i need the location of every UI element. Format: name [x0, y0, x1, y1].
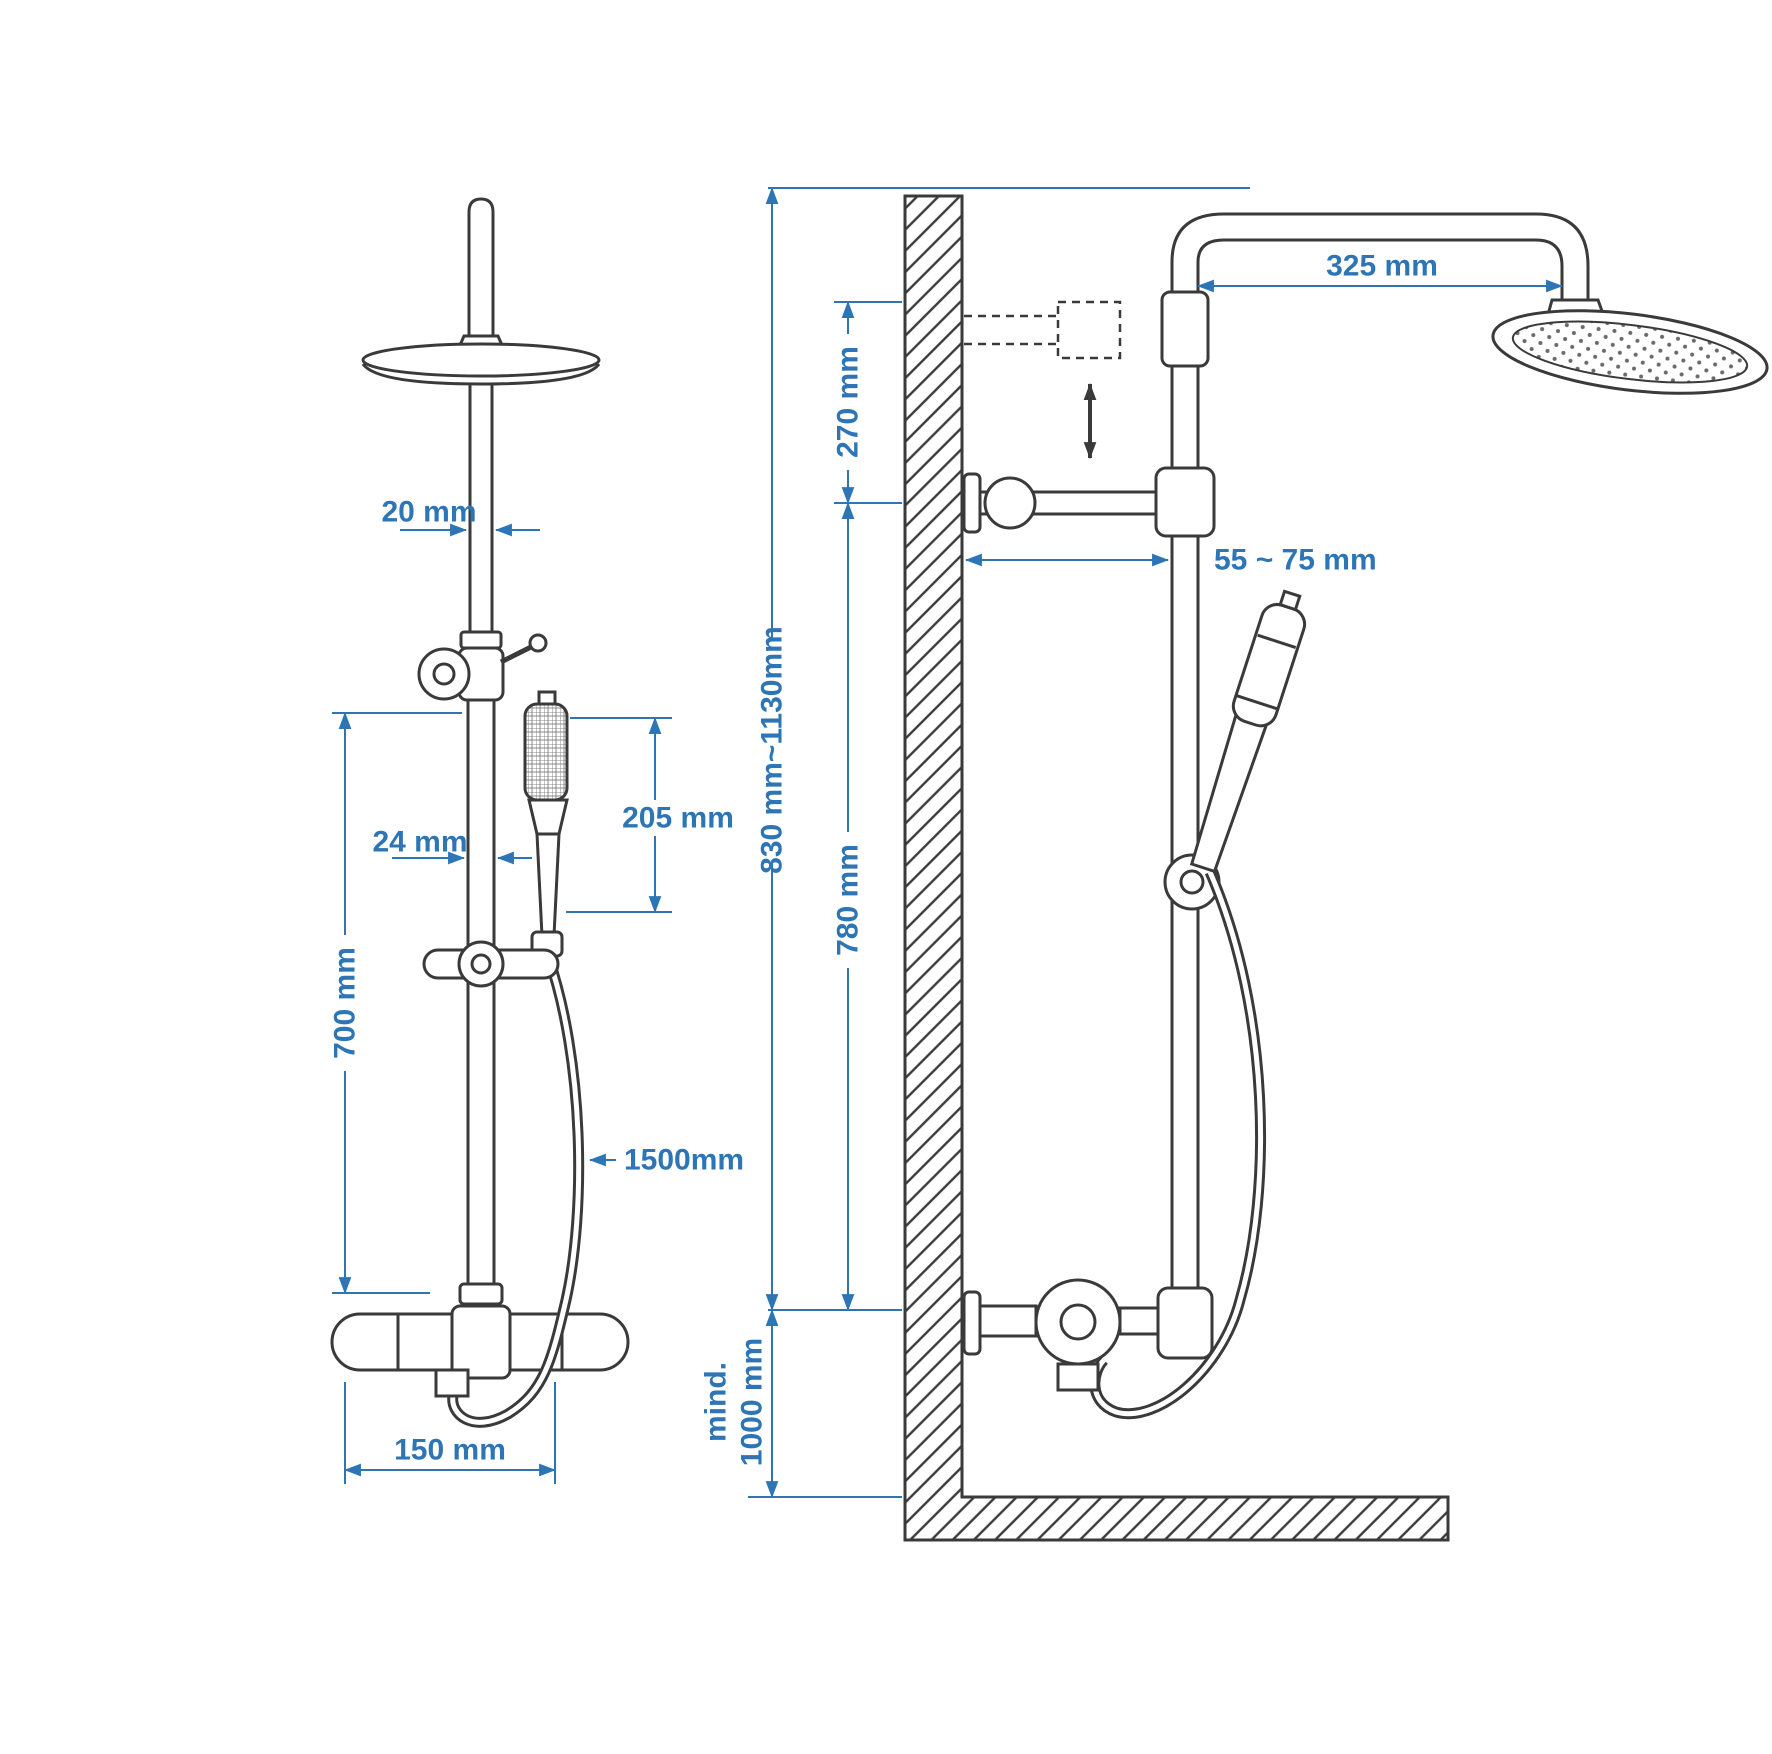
front-rain-shower-head	[361, 334, 601, 386]
front-mixer	[330, 1304, 630, 1380]
dim-adjust-range: 270 mm	[826, 300, 902, 505]
front-hose-nut	[434, 1368, 470, 1398]
dim-pipe-bottom-label: 24 mm	[372, 826, 467, 859]
side-riser-and-arm	[1170, 212, 1590, 1290]
dim-wall-clearance-label: 55 ~ 75 mm	[1214, 544, 1377, 577]
dim-hose-label: 1500mm	[624, 1144, 744, 1177]
dim-connection-width: 150 mm	[343, 1382, 557, 1484]
side-pipe-sleeve	[1160, 290, 1210, 368]
dim-min-height-label-line1: mind.	[700, 1362, 733, 1442]
front-diverter-valve	[417, 630, 548, 702]
dim-rail-height: 780 mm	[826, 501, 870, 1312]
side-wall-bracket	[962, 466, 1216, 538]
dim-arm-label: 325 mm	[1326, 250, 1438, 283]
side-adjustable-bracket-dashed	[964, 300, 1122, 360]
dim-wall-clearance: 55 ~ 75 mm	[964, 544, 1377, 577]
dim-rail-height-label: 780 mm	[832, 844, 865, 956]
dim-pipe-diameter-bottom: 24 mm	[372, 826, 532, 865]
front-hand-shower	[523, 690, 569, 958]
dim-pipe-diameter-top: 20 mm	[381, 496, 540, 537]
dim-hand-shower-length: 205 mm	[566, 716, 744, 914]
dimensions: 20 mm 24 mm 205 mm 700 mm 1500mm	[323, 186, 1564, 1499]
dim-adjust-label: 270 mm	[832, 346, 865, 458]
front-riser-upper	[468, 384, 494, 632]
dim-arm-projection: 325 mm	[1196, 250, 1564, 293]
side-view	[903, 194, 1769, 1542]
dim-pipe-top-label: 20 mm	[381, 496, 476, 529]
side-shower-hose	[1056, 869, 1267, 1420]
front-shower-hose	[447, 954, 585, 1428]
front-riser-top	[467, 197, 495, 336]
dim-total-height-label: 830 mm~1130mm	[756, 626, 789, 874]
dim-hand-shower-label: 205 mm	[622, 802, 734, 835]
side-rain-shower-head	[1491, 298, 1769, 395]
dim-min-height: mind. 1000 mm	[700, 1308, 902, 1499]
dim-connection-label: 150 mm	[394, 1434, 506, 1467]
side-hand-shower	[1189, 589, 1307, 874]
dim-hose-length: 1500mm	[588, 1144, 744, 1177]
front-slider-clamp	[422, 940, 560, 988]
front-pipe-collar	[458, 1282, 504, 1306]
wall-and-floor	[903, 194, 1450, 1542]
dim-rail-length: 700 mm	[323, 711, 462, 1295]
dim-total-height: 830 mm~1130mm	[750, 186, 1250, 1312]
front-riser-lower	[466, 700, 496, 1312]
dim-rail-label: 700 mm	[329, 947, 362, 1059]
side-mixer	[962, 1278, 1214, 1366]
front-view	[330, 197, 630, 1428]
dim-min-height-label-line2: 1000 mm	[736, 1338, 769, 1466]
